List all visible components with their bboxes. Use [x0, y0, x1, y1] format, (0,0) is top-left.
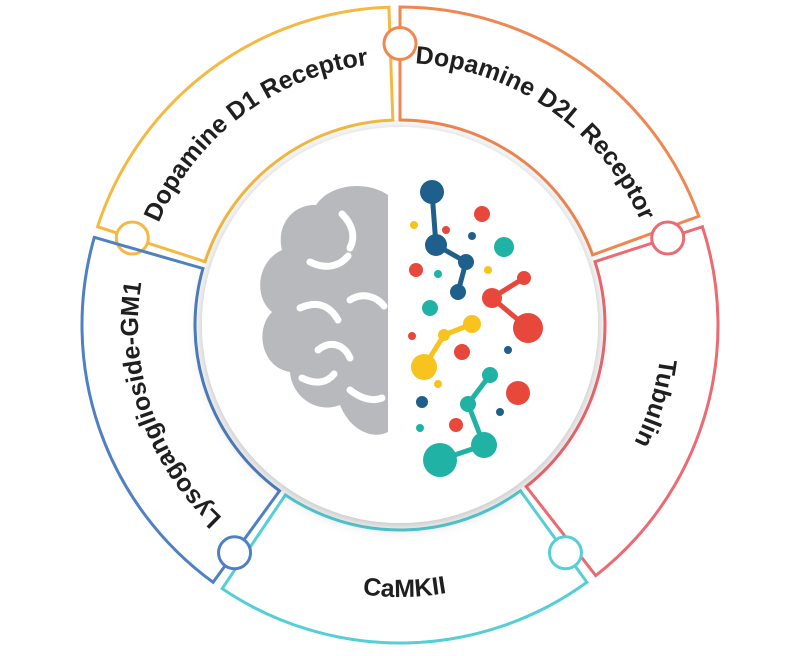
segment-outline-lyso — [80, 235, 282, 585]
molecule-half — [408, 180, 543, 477]
segment-outline-d1 — [95, 5, 395, 264]
brain-half — [260, 185, 388, 435]
segment-label-tub: Tubulin — [629, 358, 682, 452]
puzzle-knob-camk — [547, 535, 583, 571]
brain-molecule-icon — [260, 180, 543, 477]
puzzle-ring — [80, 5, 720, 645]
puzzle-knob-lyso — [217, 535, 253, 571]
puzzle-knob-d2l — [382, 26, 418, 61]
segment-outline-d2l — [398, 5, 701, 257]
segment-label-camk: CaMKII — [362, 571, 448, 603]
segment-outline-tub — [524, 224, 720, 578]
puzzle-knob-tub — [650, 220, 686, 256]
segment-outline-camk — [220, 488, 590, 645]
